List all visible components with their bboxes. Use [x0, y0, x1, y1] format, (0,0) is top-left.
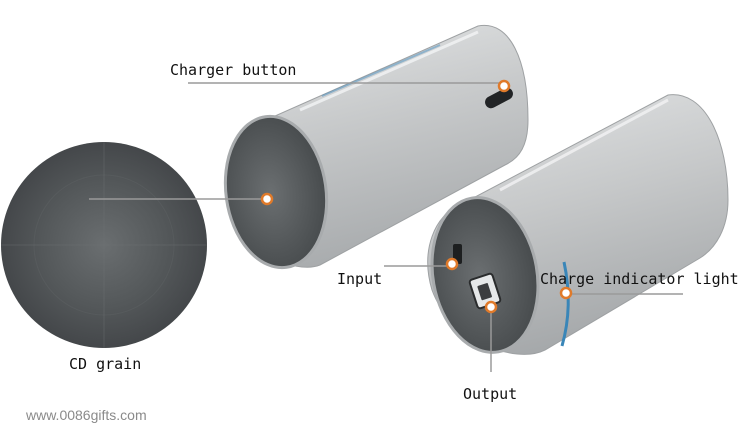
label-cd-grain: CD grain: [69, 355, 142, 373]
power-bank-upper: [223, 24, 529, 270]
watermark: www.0086gifts.com: [26, 407, 147, 423]
marker-charge-indicator: [559, 286, 573, 300]
indicator-light-strip: [560, 261, 570, 347]
marker-cd-grain: [260, 192, 274, 206]
label-input: Input: [337, 270, 383, 288]
marker-charger-button: [497, 79, 511, 93]
marker-input: [445, 257, 459, 271]
label-output: Output: [463, 385, 518, 403]
label-charger-button: Charger button: [170, 61, 297, 79]
charger-button-icon: [485, 87, 513, 109]
callout-lines: [89, 82, 683, 372]
callout-markers: [260, 79, 573, 314]
cd-grain-disc: [1, 142, 207, 348]
label-charge-indicator-light: Charge indicator light: [540, 270, 739, 288]
power-bank-lower: [427, 94, 729, 355]
marker-output: [484, 300, 498, 314]
